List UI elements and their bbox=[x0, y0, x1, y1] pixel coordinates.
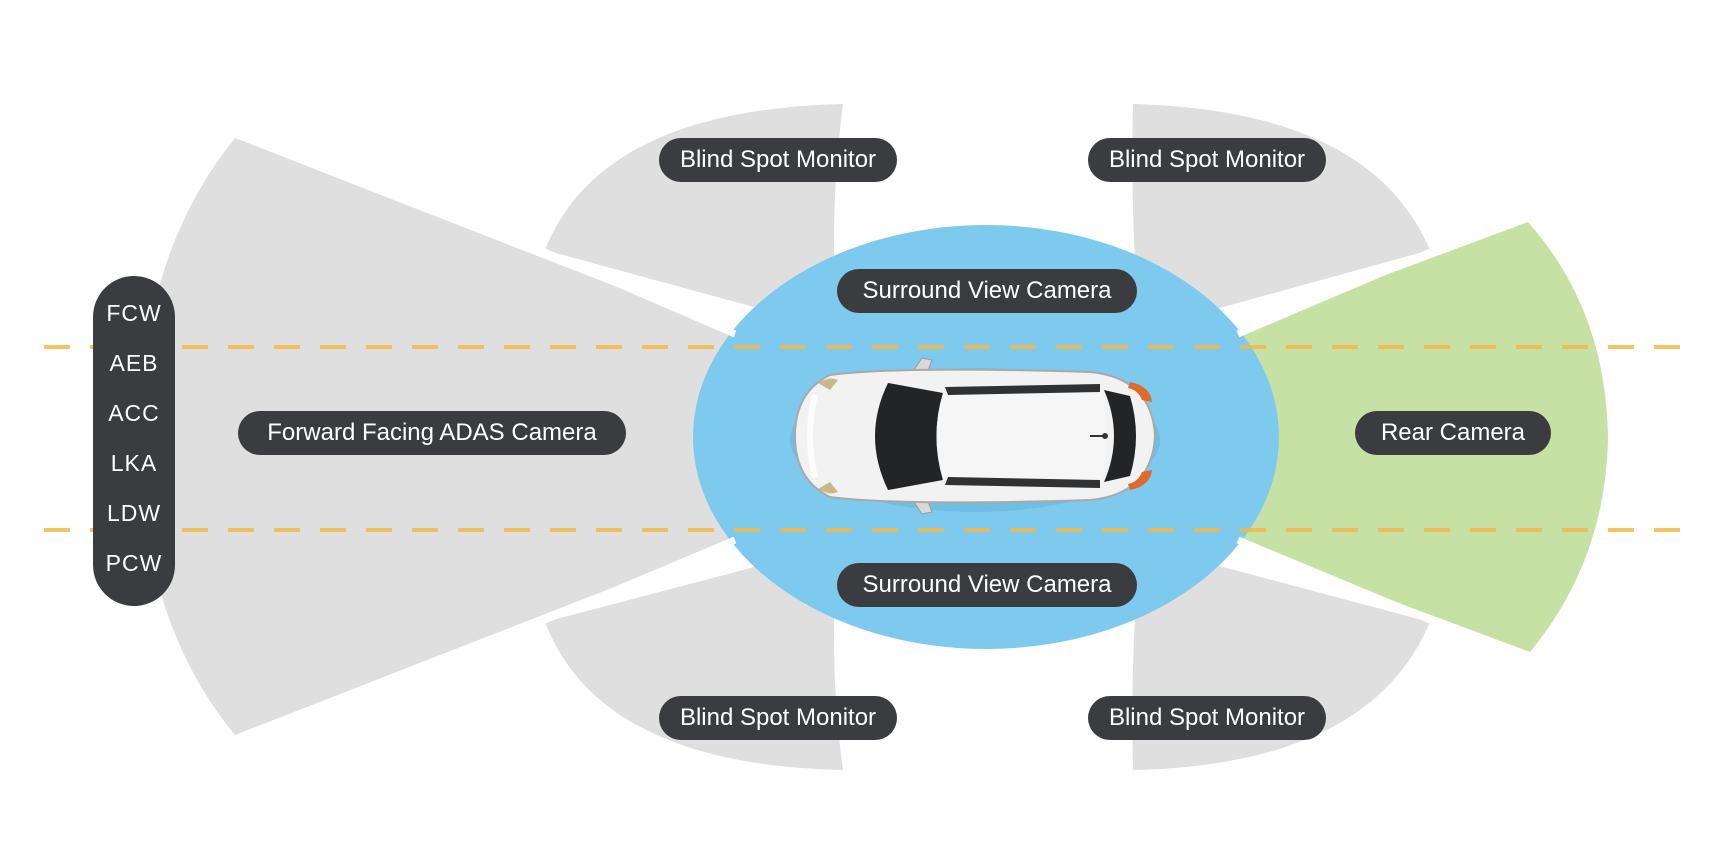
blind-spot-monitor-front-left-label: Blind Spot Monitor bbox=[659, 138, 897, 182]
feature-lka: LKA bbox=[110, 450, 158, 476]
adas-features-panel: FCW AEB ACC LKA LDW PCW bbox=[93, 276, 175, 606]
blind-spot-monitor-rear-right-label: Blind Spot Monitor bbox=[1088, 696, 1326, 740]
lane-markings bbox=[44, 345, 1700, 532]
feature-ldw: LDW bbox=[106, 500, 162, 526]
feature-fcw: FCW bbox=[106, 300, 162, 326]
zone-separators bbox=[538, 246, 1437, 626]
surround-view-camera-bottom-label: Surround View Camera bbox=[837, 563, 1137, 607]
feature-acc: ACC bbox=[108, 400, 160, 426]
feature-aeb: AEB bbox=[109, 350, 159, 376]
forward-facing-adas-camera-label: Forward Facing ADAS Camera bbox=[238, 411, 626, 455]
blind-spot-monitor-rear-left-label: Blind Spot Monitor bbox=[659, 696, 897, 740]
surround-view-camera-top-label: Surround View Camera bbox=[837, 269, 1137, 313]
car-icon bbox=[790, 357, 1160, 515]
rear-camera-label: Rear Camera bbox=[1355, 411, 1551, 455]
feature-pcw: PCW bbox=[105, 550, 163, 576]
blind-spot-monitor-front-right-label: Blind Spot Monitor bbox=[1088, 138, 1326, 182]
